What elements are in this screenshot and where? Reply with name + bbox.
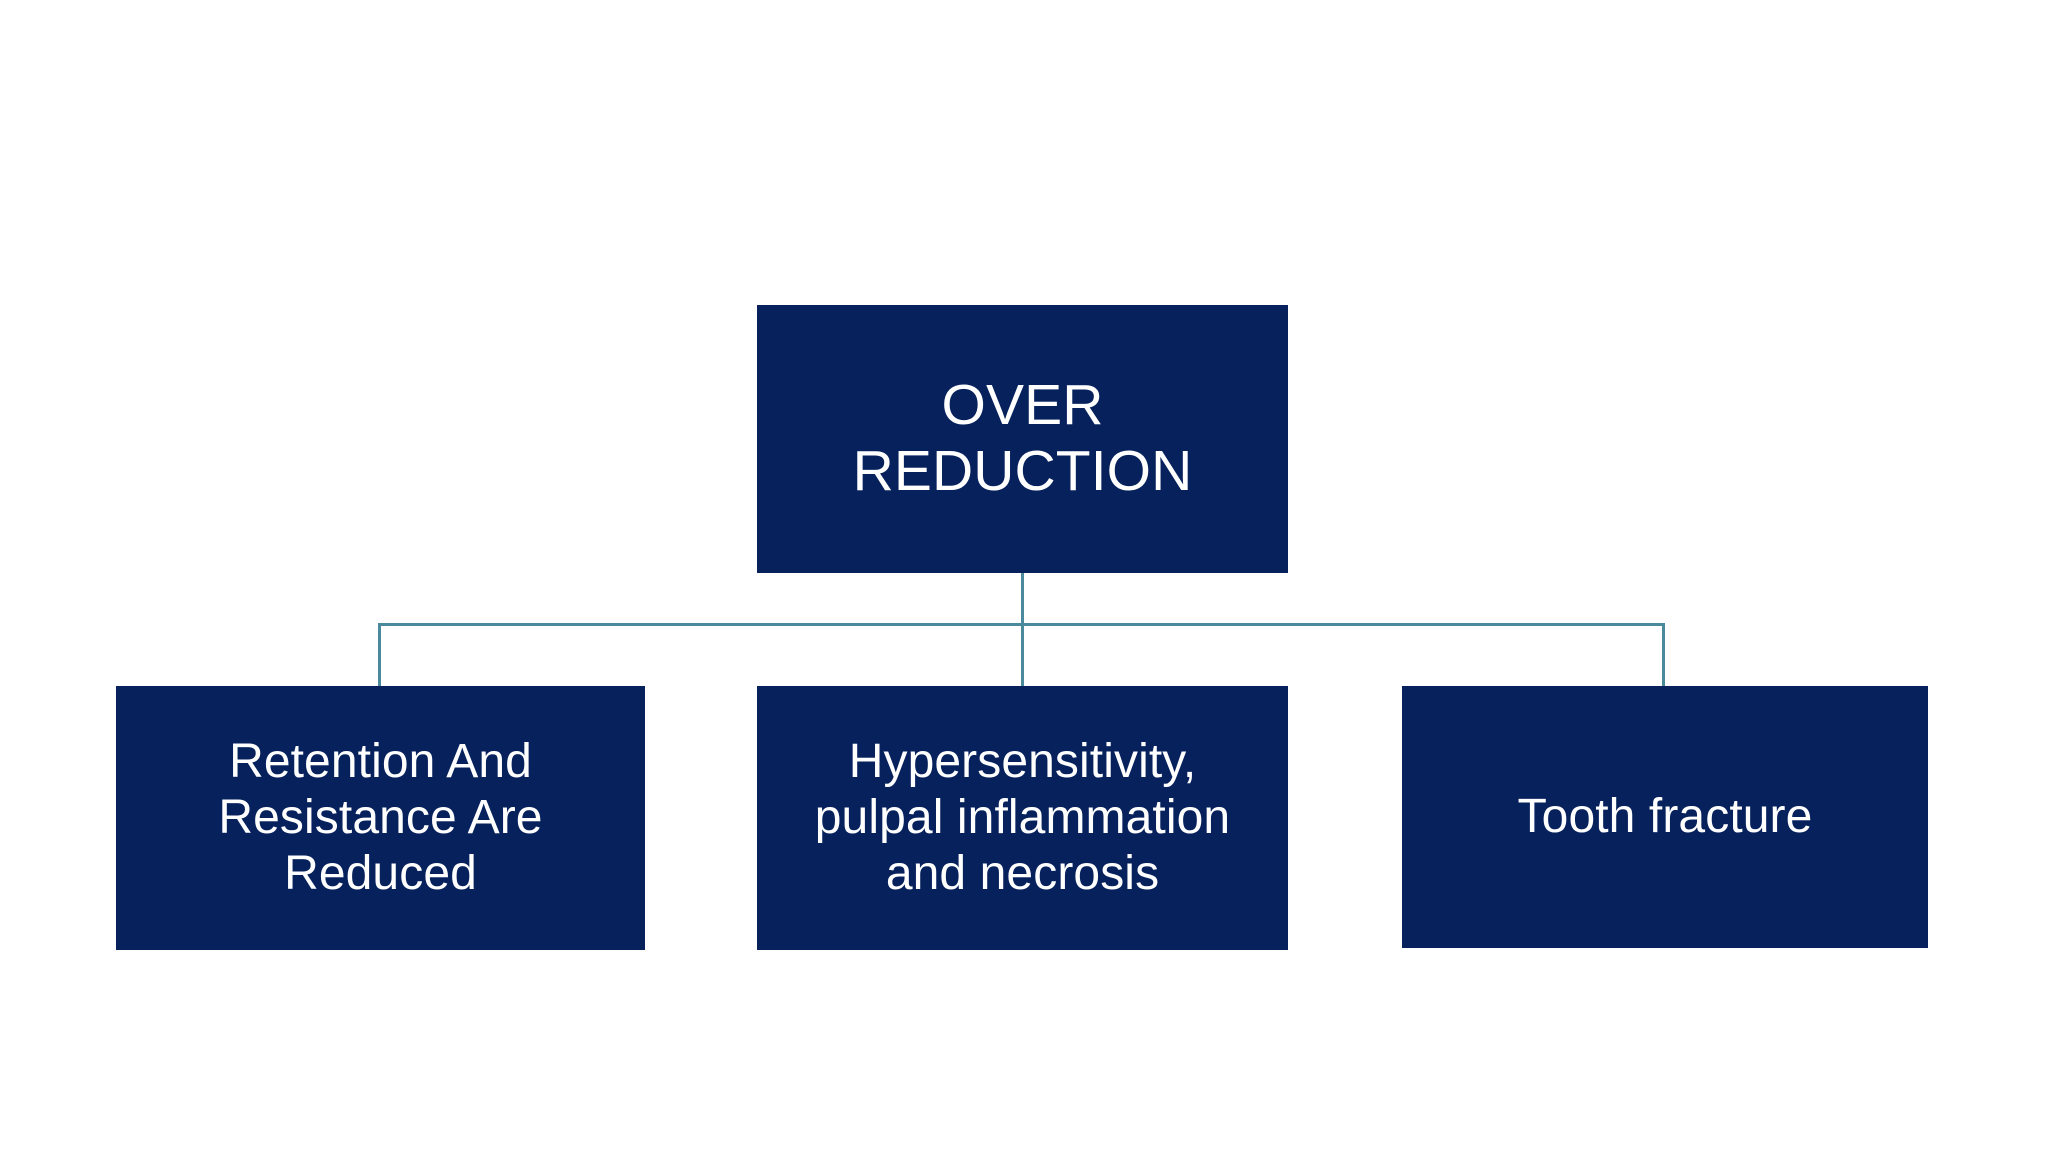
node-over-reduction-label: OVER REDUCTION — [852, 373, 1193, 503]
node-tooth-fracture-label: Tooth fracture — [1517, 790, 1813, 844]
node-hypersensitivity-pulpal-inflammation-necrosis-label: Hypersensitivity, pulpal inflammation an… — [814, 735, 1231, 900]
node-retention-resistance-reduced-label: Retention And Resistance Are Reduced — [218, 735, 543, 900]
node-tooth-fracture[interactable]: Tooth fracture — [1402, 686, 1928, 948]
node-retention-resistance-reduced[interactable]: Retention And Resistance Are Reduced — [116, 686, 645, 950]
node-hypersensitivity-pulpal-inflammation-necrosis[interactable]: Hypersensitivity, pulpal inflammation an… — [757, 686, 1288, 950]
node-over-reduction[interactable]: OVER REDUCTION — [757, 305, 1288, 573]
